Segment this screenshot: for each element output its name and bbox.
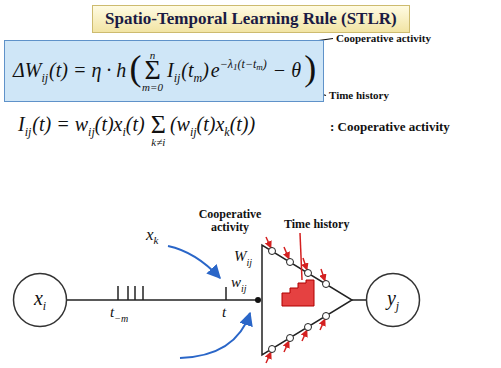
output-neuron: yj [365, 272, 421, 328]
formula-part: ij [174, 72, 181, 84]
formula-part: (t)) [230, 114, 256, 134]
input-arrow [303, 258, 307, 270]
formula-part: k [224, 126, 229, 138]
weight-name: W [234, 249, 247, 264]
synapse [323, 313, 330, 320]
spike [142, 286, 144, 300]
spike [117, 286, 119, 300]
weight-name: ij [241, 284, 247, 294]
formula-part: − θ [273, 60, 301, 80]
signal-name: k [154, 235, 159, 246]
input-arrow [266, 352, 271, 363]
spike [134, 286, 136, 300]
formula-part: (w [170, 114, 190, 134]
time-label: t [110, 305, 114, 320]
formula-part: I [167, 60, 174, 80]
output-line [352, 299, 366, 301]
formula-part: ij [25, 126, 32, 138]
time-label: t [222, 305, 226, 320]
synapse-dot [255, 297, 261, 303]
formula-part: m=0 [142, 82, 163, 93]
input-arrow [284, 341, 289, 352]
time-history-steps [282, 280, 314, 306]
synapse [287, 259, 294, 266]
neuron-circle [14, 274, 67, 327]
formula-part: ) [304, 50, 316, 86]
annotation: : Cooperative activity [330, 120, 450, 133]
synapse [269, 248, 276, 255]
spike [127, 286, 129, 300]
formula-box: ΔWij(t) = η · h(Σnm=0Iij(tm)e−λ1(t−tm)− … [4, 40, 324, 102]
formula-part: ij [190, 126, 197, 138]
formula-part: i [123, 126, 126, 138]
annotation: Time history [329, 90, 389, 101]
synapse [305, 324, 312, 331]
time-history-leader [300, 233, 302, 280]
input-arrow [320, 319, 325, 330]
synapse [269, 346, 276, 353]
signal-name: x [146, 226, 154, 243]
formula-part: k≠i [151, 137, 165, 148]
formula-part: ( [129, 50, 141, 86]
formula-part: (t) = w [32, 114, 88, 134]
formula-part: 1 [233, 63, 238, 72]
neuron-circle [367, 274, 420, 327]
formula-part: ) [202, 60, 209, 80]
formula-part: (t) = η · h [49, 60, 126, 80]
spike [225, 287, 227, 300]
input-arrow [302, 330, 307, 341]
formula-part: n [150, 50, 156, 61]
synapse [287, 335, 294, 342]
cooperative-arrow [180, 313, 250, 358]
formula-part: (t [181, 60, 193, 80]
synapse [305, 270, 312, 277]
formula-part: ij [41, 72, 48, 84]
title-banner: Spatio-Temporal Learning Rule (STLR) [92, 5, 410, 33]
input-arrow [284, 247, 289, 259]
formula-part: ΔW [13, 60, 41, 80]
neuron-label: x [34, 288, 43, 308]
formula-part: m [256, 63, 263, 72]
input-arrow [321, 269, 325, 281]
cooperative-arrow [168, 246, 220, 278]
formula-part: (t−t [238, 58, 257, 70]
time-label: −m [114, 314, 128, 324]
annotation: Cooperative activity [194, 208, 266, 234]
input-neuron: xi [12, 272, 68, 328]
neuron-label: j [396, 300, 399, 312]
formula-part: (t)x [197, 114, 225, 134]
weight-name: ij [247, 258, 253, 268]
formula-part: I [18, 114, 25, 134]
neuron-body [262, 245, 352, 355]
weight-name: w [231, 275, 241, 290]
formula-part: ij [88, 126, 95, 138]
annotation: Cooperative activity [336, 33, 431, 44]
formula-part: Σ [151, 112, 166, 138]
axon-line [67, 299, 256, 301]
synapse [323, 281, 330, 288]
formula-part: (t)x [95, 114, 123, 134]
input-arrow [266, 237, 271, 248]
formula-part: ) [263, 58, 267, 70]
annotation: Time history [284, 218, 349, 230]
formula-part: e [211, 60, 220, 80]
neuron-label: y [387, 288, 396, 308]
formula-part: m [194, 72, 203, 84]
formula-part: −λ [220, 58, 233, 70]
neuron-label: i [43, 300, 46, 312]
formula-part: (t) [126, 114, 145, 134]
